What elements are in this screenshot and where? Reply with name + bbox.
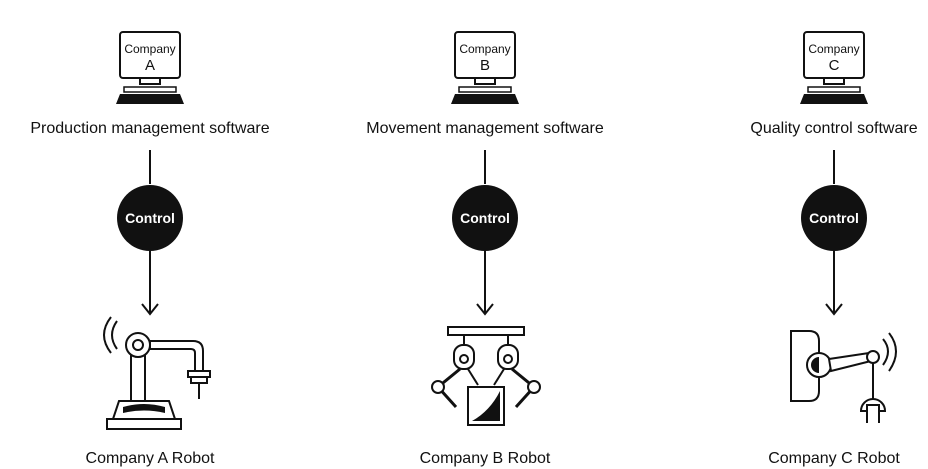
arrow-down-icon: [476, 303, 494, 316]
monitor-company-label: Company: [808, 42, 860, 56]
robot-label: Company C Robot: [768, 450, 900, 467]
monitor-company-letter: A: [144, 57, 156, 74]
control-flow: [801, 150, 867, 316]
gantry-gripper-robot-icon: [431, 326, 541, 426]
monitor-company-letter: B: [479, 57, 491, 74]
control-node: [801, 185, 867, 251]
control-flow: [117, 150, 183, 316]
control-node: [452, 185, 518, 251]
monitor-company-label: Company: [124, 42, 176, 56]
software-label: Movement management software: [366, 120, 604, 137]
column-company-b: Company B Movement management software C…: [335, 0, 635, 469]
control-flow: [452, 150, 518, 316]
monitor-company-letter: C: [828, 57, 840, 74]
computer-icon: Company C: [684, 30, 928, 110]
computer-icon: Company B: [335, 30, 635, 110]
computer-icon: Company A: [0, 30, 300, 110]
column-company-c: Company C Quality control software Contr…: [684, 0, 928, 469]
column-company-a: Company A Production management software…: [0, 0, 300, 469]
robot-label: Company B Robot: [419, 450, 551, 467]
control-label: Control: [460, 210, 510, 226]
arrow-down-icon: [825, 303, 843, 316]
wall-mounted-gripper-robot-icon: [790, 330, 897, 423]
arrow-down-icon: [141, 303, 159, 316]
control-label: Control: [809, 210, 859, 226]
robot-label: Company A Robot: [85, 450, 215, 467]
robot-arm-icon: [103, 316, 211, 430]
monitor-company-label: Company: [459, 42, 511, 56]
control-label: Control: [125, 210, 175, 226]
control-node: [117, 185, 183, 251]
software-label: Production management software: [30, 120, 270, 137]
software-label: Quality control software: [750, 120, 918, 137]
